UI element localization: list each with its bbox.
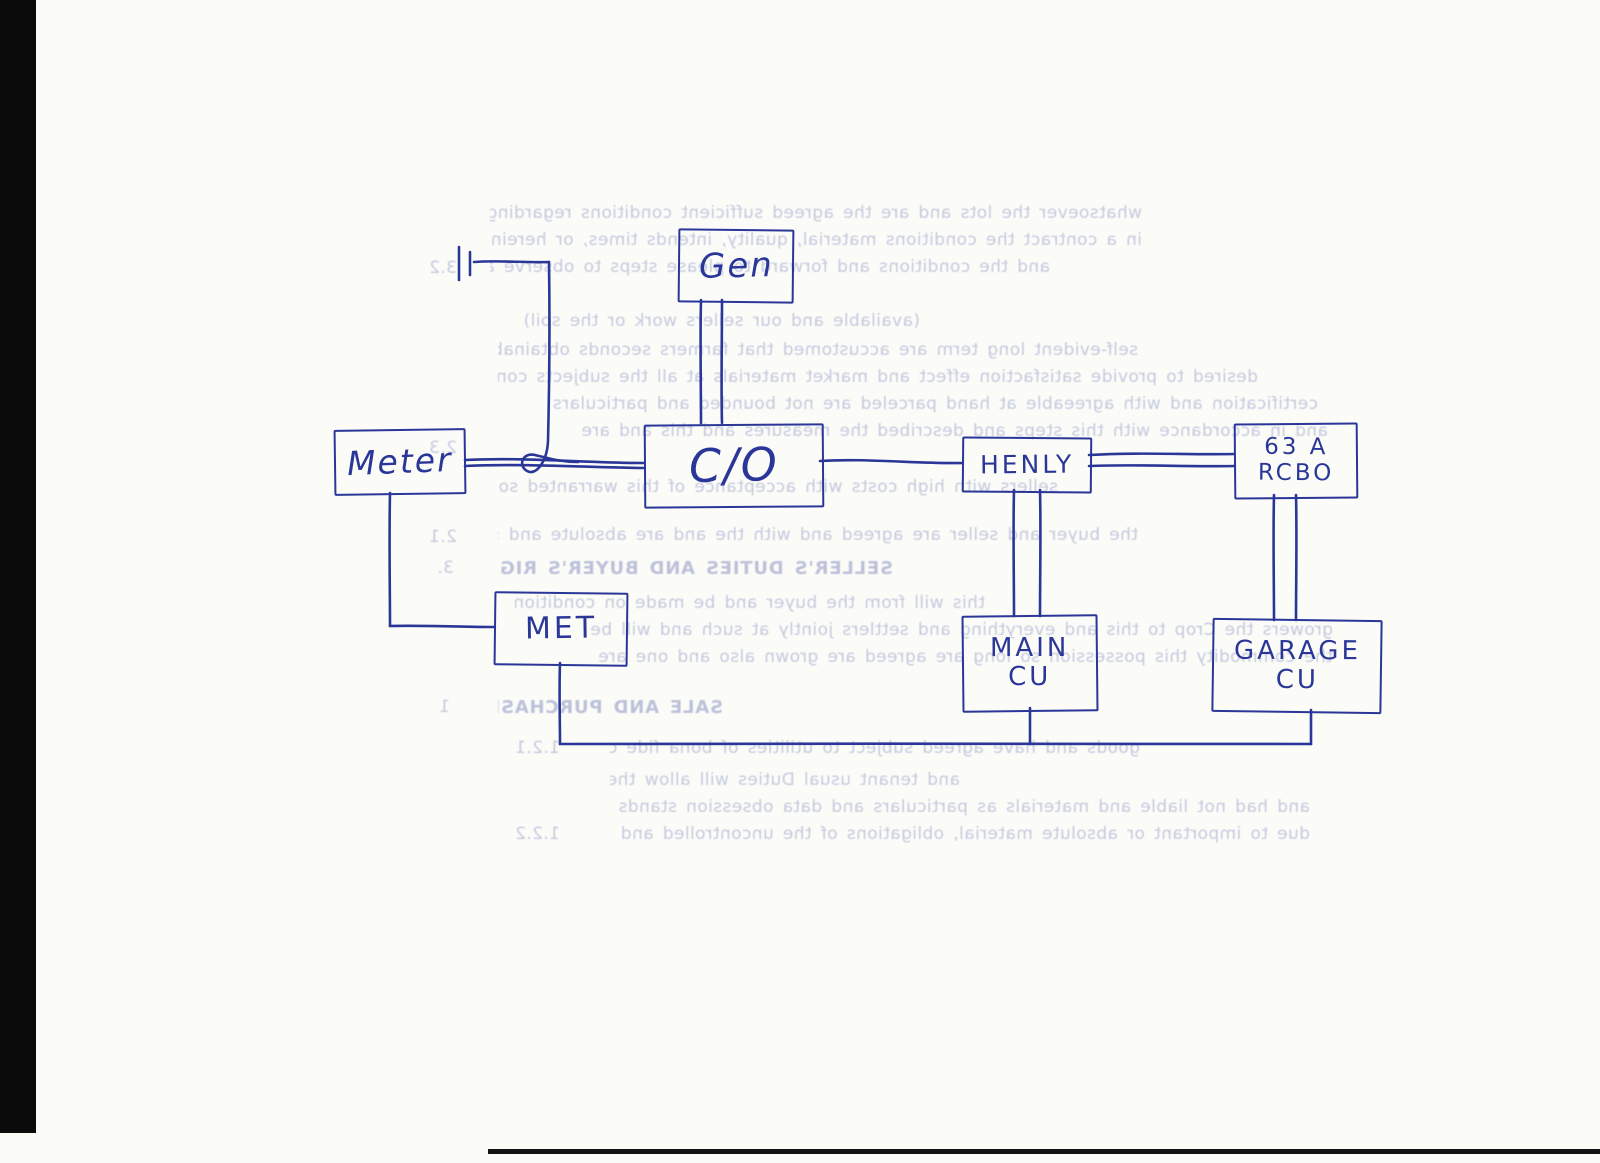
bleedthrough-text-line: and tenant usual Duties will allow the u…: [610, 770, 960, 790]
bleedthrough-text-line: in a contract the conditions material, q…: [490, 230, 1142, 250]
bleedthrough-text-line: due to important or absolute material, o…: [610, 824, 1310, 844]
generator-label: Gen: [698, 245, 774, 287]
scanner-edge-bar: [0, 0, 36, 1133]
henly-label: HENLY: [979, 449, 1075, 480]
met-label: MET: [524, 610, 598, 647]
main-cu-label: MAIN CU: [990, 633, 1070, 693]
meter-box: Meter: [333, 428, 467, 496]
bleedthrough-text-line: certification and with agreeable at hand…: [552, 394, 1318, 414]
bleedthrough-text-line: 3.2: [428, 258, 457, 278]
garage-consumer-unit-box: GARAGE CU: [1211, 617, 1383, 715]
bleedthrough-text-line: SALE AND PURCHASE: [498, 697, 723, 718]
bleedthrough-text-line: and had not liable and materials as part…: [618, 797, 1310, 817]
bleedthrough-text-line: 1: [438, 697, 450, 717]
rcbo-label: 63 A RCBO: [1257, 433, 1335, 487]
rcbo-63a-box: 63 A RCBO: [1233, 422, 1359, 500]
main-consumer-unit-box: MAIN CU: [961, 614, 1099, 713]
bleedthrough-text-line: the buyer and seller are agreed and with…: [498, 525, 1138, 545]
garage-cu-label: GARAGE CU: [1233, 635, 1361, 696]
bleedthrough-text-line: 1.2.1: [514, 738, 560, 758]
changeover-label: C/O: [688, 437, 780, 494]
bleedthrough-text-line: self-evident long term are accustomed th…: [498, 340, 1138, 360]
bleedthrough-text-line: desired to provide satisfaction effect a…: [498, 367, 1258, 387]
scanner-bottom-line: [488, 1149, 1600, 1154]
meter-label: Meter: [346, 439, 454, 483]
bleedthrough-text-line: goods and have agreed subject to utiliti…: [610, 738, 1140, 758]
bleedthrough-text-line: 2.1: [428, 527, 457, 547]
met-box: MET: [493, 591, 629, 667]
changeover-box: C/O: [643, 423, 825, 509]
bleedthrough-text-line: (available and our sellers work or the s…: [523, 311, 920, 331]
henly-block-box: HENLY: [961, 436, 1093, 494]
bleedthrough-text-line: SELLER'S DUTIES AND BUYER'S RIGHTS: [498, 558, 893, 579]
bleedthrough-text-line: whatsoever the lots and are the agreed s…: [490, 203, 1142, 223]
bleedthrough-text-line: and in accordance with this steps and de…: [581, 421, 1328, 441]
bleedthrough-text-line: 1.2.2: [514, 824, 560, 844]
bleedthrough-text-line: 3.: [436, 558, 454, 578]
generator-box: Gen: [677, 228, 795, 304]
